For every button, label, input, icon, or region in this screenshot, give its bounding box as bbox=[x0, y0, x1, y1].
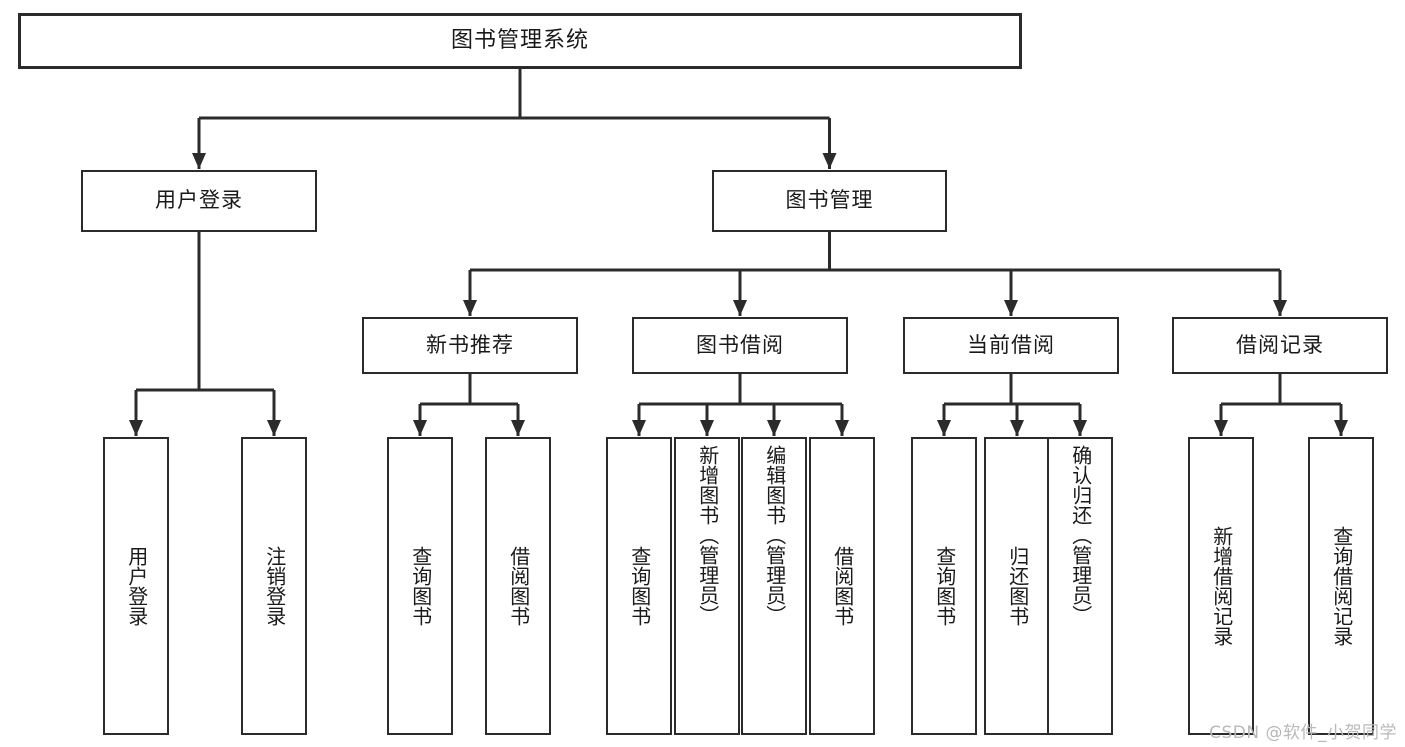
arrow-head bbox=[192, 153, 206, 169]
node-label: 用户登录 bbox=[124, 546, 149, 626]
arrow-head bbox=[767, 420, 781, 436]
node-newbook[interactable]: 新书推荐 bbox=[362, 317, 578, 374]
node-label: 借阅记录 bbox=[1236, 332, 1324, 357]
node-leaf5[interactable]: 查询图书 bbox=[606, 437, 672, 735]
arrow-head bbox=[267, 420, 281, 436]
arrow-head bbox=[413, 420, 427, 436]
arrow-head bbox=[1073, 420, 1087, 436]
arrow-head bbox=[835, 420, 849, 436]
node-leaf12[interactable]: 新增借阅记录 bbox=[1188, 437, 1254, 735]
node-leaf9[interactable]: 查询图书 bbox=[911, 437, 977, 735]
arrow-head bbox=[1273, 300, 1287, 316]
node-label: 确认归还（管理员） bbox=[1068, 445, 1093, 625]
node-label: 当前借阅 bbox=[967, 332, 1055, 357]
node-leaf4[interactable]: 借阅图书 bbox=[485, 437, 551, 735]
node-label: 图书管理系统 bbox=[450, 27, 589, 53]
node-leaf11[interactable]: 确认归还（管理员） bbox=[1047, 437, 1113, 735]
node-label: 查询图书 bbox=[408, 546, 433, 626]
arrow-head bbox=[700, 420, 714, 436]
node-leaf10[interactable]: 归还图书 bbox=[984, 437, 1050, 735]
node-label: 新增借阅记录 bbox=[1209, 526, 1234, 646]
arrow-head bbox=[733, 300, 747, 316]
arrow-head bbox=[511, 420, 525, 436]
node-label: 注销登录 bbox=[262, 546, 287, 626]
node-label: 新增图书（管理员） bbox=[695, 445, 720, 625]
arrow-head bbox=[822, 153, 837, 169]
node-leaf2[interactable]: 注销登录 bbox=[241, 437, 307, 735]
node-leaf13[interactable]: 查询借阅记录 bbox=[1308, 437, 1374, 735]
arrow-head bbox=[1004, 300, 1018, 316]
arrow-head bbox=[129, 420, 143, 436]
node-leaf6[interactable]: 新增图书（管理员） bbox=[674, 437, 740, 735]
node-bookmgmt[interactable]: 图书管理 bbox=[712, 170, 947, 232]
node-current[interactable]: 当前借阅 bbox=[903, 317, 1119, 374]
node-label: 归还图书 bbox=[1005, 546, 1030, 626]
node-label: 借阅图书 bbox=[830, 546, 855, 626]
node-label: 借阅图书 bbox=[506, 546, 531, 626]
node-borrow[interactable]: 图书借阅 bbox=[632, 317, 848, 374]
node-leaf8[interactable]: 借阅图书 bbox=[809, 437, 875, 735]
node-leaf7[interactable]: 编辑图书（管理员） bbox=[741, 437, 807, 735]
node-label: 查询借阅记录 bbox=[1329, 526, 1354, 646]
arrow-head bbox=[1010, 420, 1024, 436]
node-record[interactable]: 借阅记录 bbox=[1172, 317, 1388, 374]
node-leaf1[interactable]: 用户登录 bbox=[103, 437, 169, 735]
node-label: 查询图书 bbox=[932, 546, 957, 626]
node-label: 用户登录 bbox=[155, 188, 243, 213]
node-label: 图书管理 bbox=[785, 188, 874, 213]
node-login[interactable]: 用户登录 bbox=[81, 170, 317, 232]
arrow-head bbox=[1214, 420, 1228, 436]
node-label: 新书推荐 bbox=[426, 332, 514, 357]
arrow-head bbox=[1334, 420, 1348, 436]
node-leaf3[interactable]: 查询图书 bbox=[387, 437, 453, 735]
arrow-head bbox=[632, 420, 646, 436]
arrow-head bbox=[463, 300, 477, 316]
arrow-head bbox=[937, 420, 951, 436]
node-label: 查询图书 bbox=[627, 546, 652, 626]
node-root[interactable]: 图书管理系统 bbox=[18, 13, 1022, 69]
node-label: 编辑图书（管理员） bbox=[762, 445, 787, 625]
node-label: 图书借阅 bbox=[696, 332, 784, 357]
